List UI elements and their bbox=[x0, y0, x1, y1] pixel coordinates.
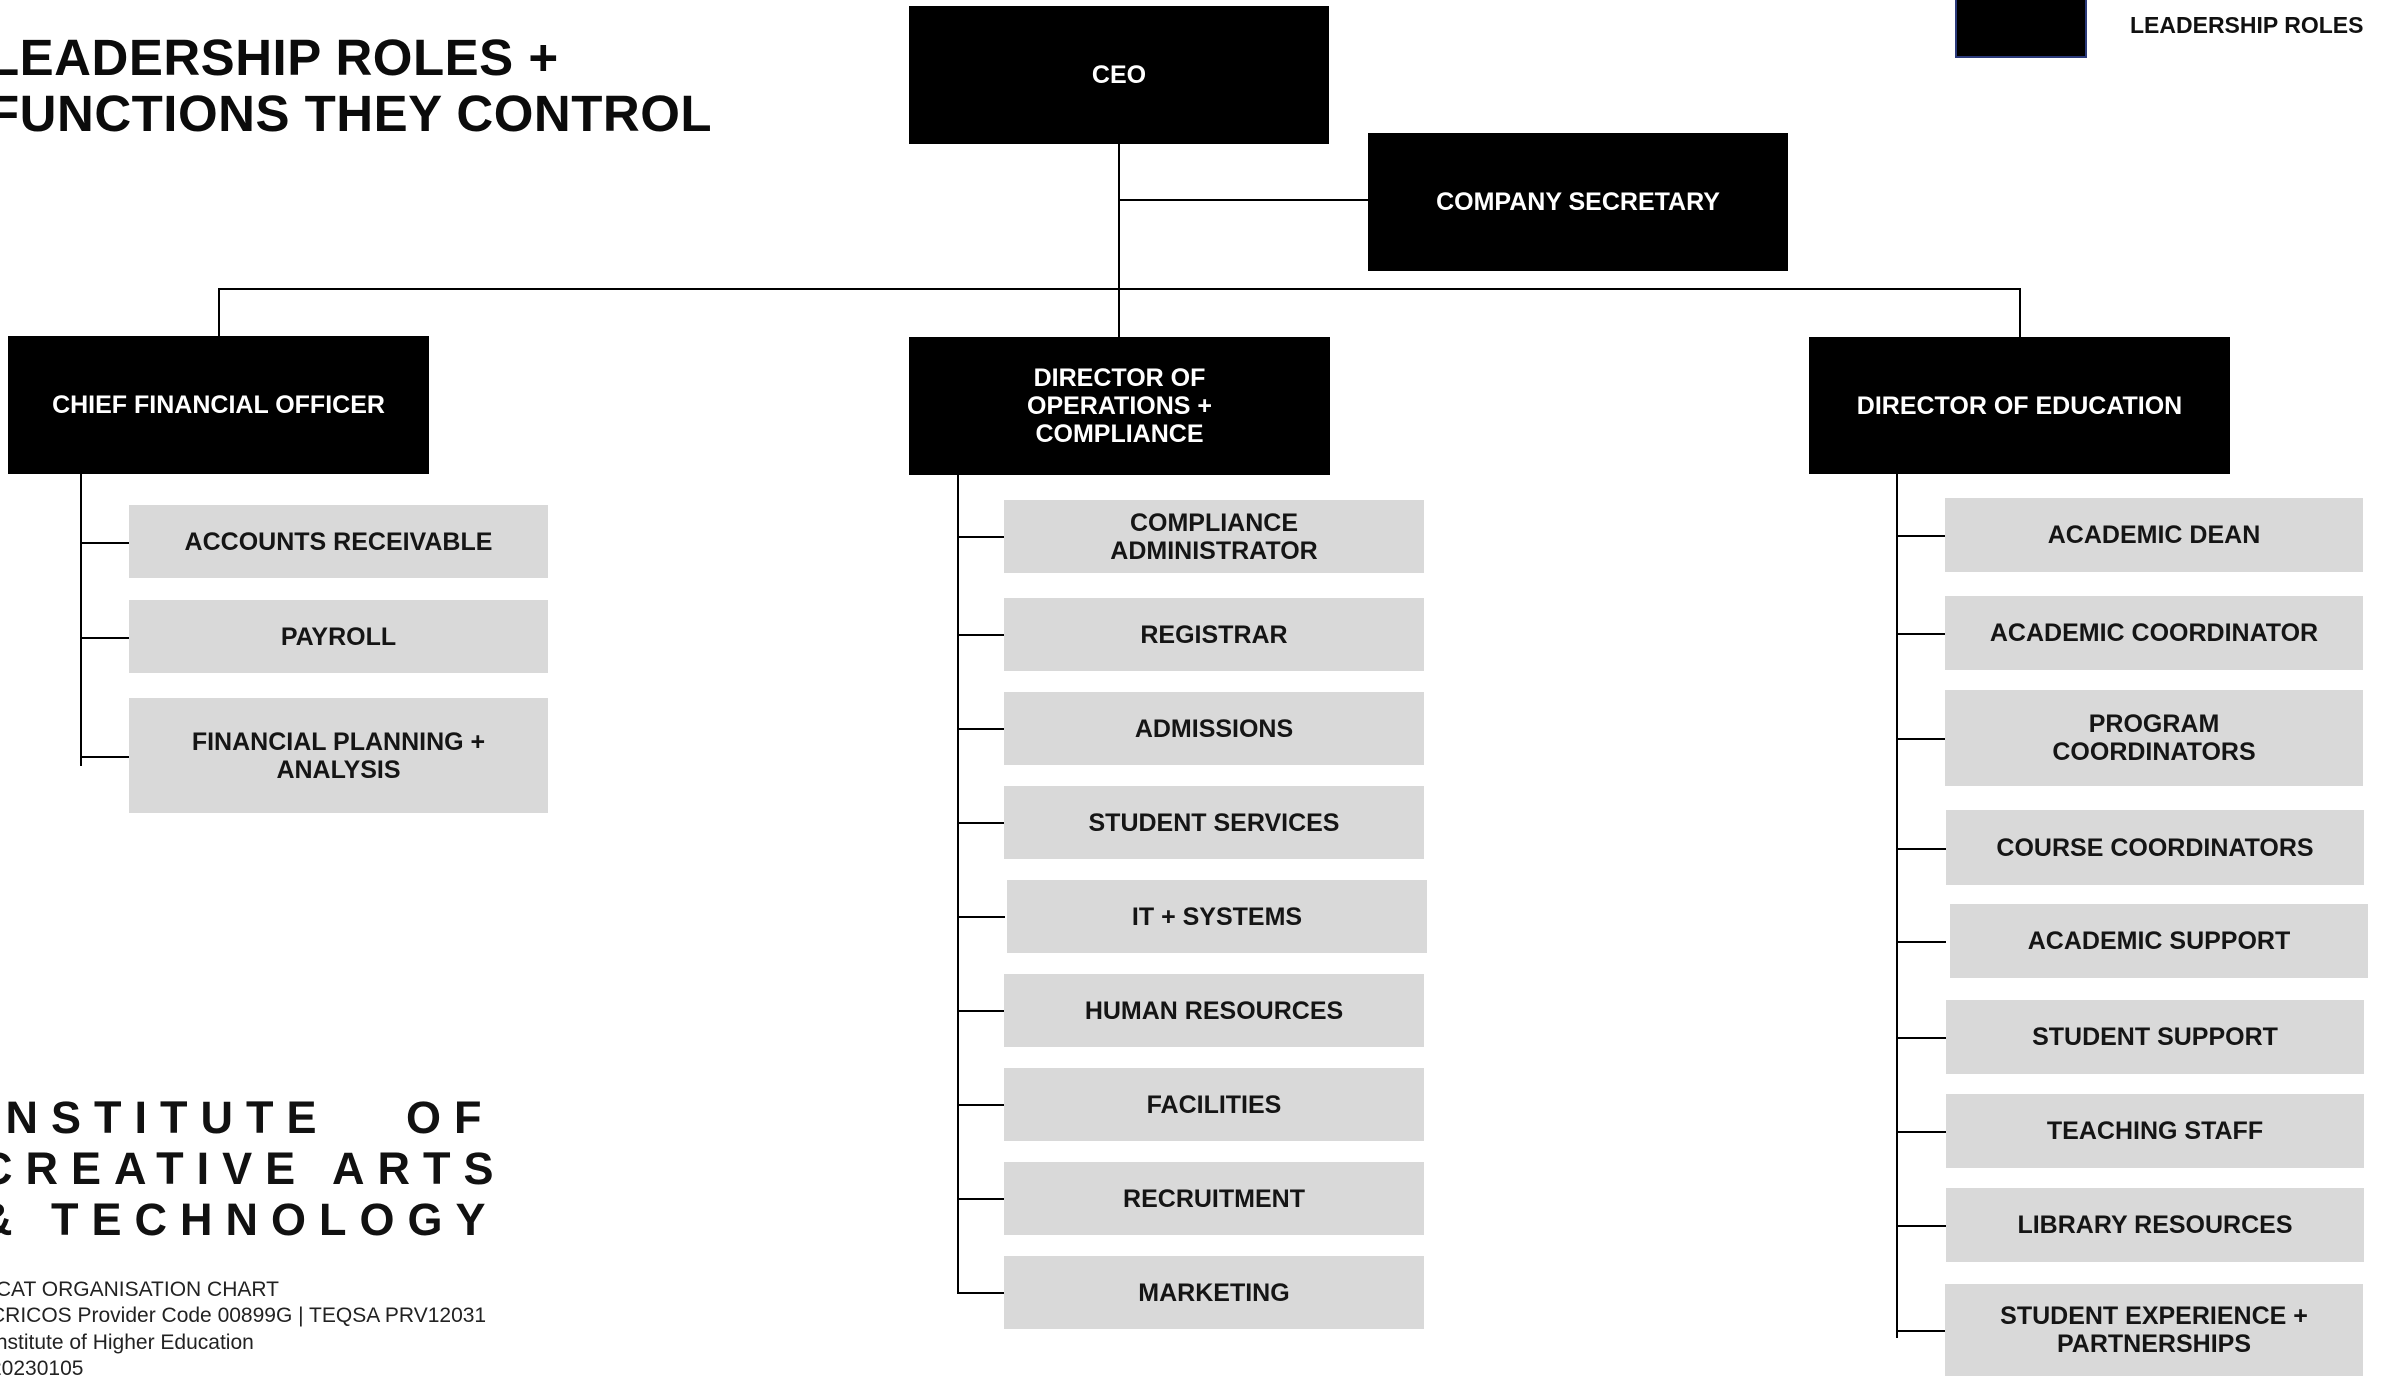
function-teaching-staff: TEACHING STAFF bbox=[1946, 1094, 2364, 1168]
ops-branch-line bbox=[957, 634, 1005, 636]
ops-branch-line bbox=[957, 1104, 1005, 1106]
function-student-support-label: STUDENT SUPPORT bbox=[2032, 1023, 2278, 1051]
ceo-box: CEO bbox=[909, 6, 1329, 144]
footer-line: ICAT ORGANISATION CHART bbox=[0, 1278, 279, 1301]
function-library-resources-label: LIBRARY RESOURCES bbox=[2017, 1211, 2293, 1239]
edu-branch-line bbox=[1896, 1330, 1946, 1332]
function-human-resources-label: HUMAN RESOURCES bbox=[1084, 996, 1344, 1025]
function-student-support: STUDENT SUPPORT bbox=[1946, 1000, 2364, 1074]
function-recruitment-label: RECRUITMENT bbox=[1123, 1184, 1305, 1213]
edu-drop-line bbox=[2019, 288, 2021, 338]
function-student-services: STUDENT SERVICES bbox=[1004, 786, 1424, 859]
edu-functions-spine bbox=[1896, 474, 1898, 1338]
ops-drop-line bbox=[1118, 288, 1120, 338]
ops-branch-line bbox=[957, 1010, 1005, 1012]
function-recruitment: RECRUITMENT bbox=[1004, 1162, 1424, 1235]
secretary-connector-line bbox=[1118, 199, 1368, 201]
function-accounts-receivable: ACCOUNTS RECEIVABLE bbox=[129, 505, 548, 578]
edu-branch-line bbox=[1896, 941, 1946, 943]
function-admissions-label: ADMISSIONS bbox=[1134, 714, 1294, 743]
function-marketing-label: MARKETING bbox=[1138, 1278, 1290, 1307]
ops-branch-line bbox=[957, 728, 1005, 730]
director-operations-box-label: DIRECTOR OF OPERATIONS + COMPLIANCE bbox=[1027, 364, 1212, 448]
cfo-functions-spine bbox=[80, 474, 82, 766]
ops-branch-line bbox=[957, 1198, 1005, 1200]
function-academic-support-label: ACADEMIC SUPPORT bbox=[2027, 927, 2291, 955]
function-student-experience-partnerships-label: STUDENT EXPERIENCE + PARTNERSHIPS bbox=[2000, 1302, 2308, 1358]
function-academic-support: ACADEMIC SUPPORT bbox=[1950, 904, 2368, 978]
function-it-systems-label: IT + SYSTEMS bbox=[1131, 902, 1303, 931]
ceo-trunk-line bbox=[1118, 144, 1120, 289]
ops-branch-line bbox=[957, 1292, 1005, 1294]
cfo-drop-line bbox=[218, 288, 220, 338]
footer-line: Institute of Higher Education bbox=[0, 1331, 254, 1354]
function-course-coordinators: COURSE COORDINATORS bbox=[1946, 810, 2364, 885]
director-education-box: DIRECTOR OF EDUCATION bbox=[1809, 337, 2230, 474]
company-secretary-box: COMPANY SECRETARY bbox=[1368, 133, 1788, 271]
cfo-branch-line bbox=[80, 756, 130, 758]
function-admissions: ADMISSIONS bbox=[1004, 692, 1424, 765]
footer-line: 20230105 bbox=[0, 1357, 84, 1380]
function-student-services-label: STUDENT SERVICES bbox=[1088, 808, 1340, 837]
function-facilities: FACILITIES bbox=[1004, 1068, 1424, 1141]
edu-branch-line bbox=[1896, 633, 1946, 635]
function-payroll: PAYROLL bbox=[129, 600, 548, 673]
ops-functions-spine bbox=[957, 475, 959, 1293]
function-program-coordinators: PROGRAM COORDINATORS bbox=[1945, 690, 2363, 786]
function-student-experience-partnerships: STUDENT EXPERIENCE + PARTNERSHIPS bbox=[1945, 1284, 2363, 1376]
director-operations-box: DIRECTOR OF OPERATIONS + COMPLIANCE bbox=[909, 337, 1330, 475]
edu-branch-line bbox=[1896, 1037, 1946, 1039]
footer-line: CRICOS Provider Code 00899G | TEQSA PRV1… bbox=[0, 1304, 487, 1327]
function-academic-dean-label: ACADEMIC DEAN bbox=[2047, 521, 2261, 549]
function-academic-dean: ACADEMIC DEAN bbox=[1945, 498, 2363, 572]
function-teaching-staff-label: TEACHING STAFF bbox=[2046, 1117, 2264, 1145]
function-accounts-receivable-label: ACCOUNTS RECEIVABLE bbox=[184, 527, 493, 556]
brand-name: INSTITUTE OF CREATIVE ARTS & TECHNOLOGY bbox=[0, 1092, 507, 1245]
ceo-box-label: CEO bbox=[1091, 61, 1147, 89]
legend-label: LEADERSHIP ROLES bbox=[2130, 12, 2364, 38]
cfo-box: CHIEF FINANCIAL OFFICER bbox=[8, 336, 429, 474]
function-financial-planning-analysis: FINANCIAL PLANNING + ANALYSIS bbox=[129, 698, 548, 813]
edu-branch-line bbox=[1896, 848, 1946, 850]
director-education-box-label: DIRECTOR OF EDUCATION bbox=[1856, 391, 2183, 420]
cfo-box-label: CHIEF FINANCIAL OFFICER bbox=[52, 391, 385, 419]
edu-branch-line bbox=[1896, 1131, 1946, 1133]
function-compliance-administrator: COMPLIANCE ADMINISTRATOR bbox=[1004, 500, 1424, 573]
function-course-coordinators-label: COURSE COORDINATORS bbox=[1996, 833, 2314, 862]
page-title: LEADERSHIP ROLES + FUNCTIONS THEY CONTRO… bbox=[0, 29, 713, 142]
function-program-coordinators-label: PROGRAM COORDINATORS bbox=[2052, 710, 2256, 766]
ops-branch-line bbox=[957, 536, 1005, 538]
edu-branch-line bbox=[1896, 1225, 1946, 1227]
ops-branch-line bbox=[957, 916, 1005, 918]
function-academic-coordinator-label: ACADEMIC COORDINATOR bbox=[1989, 619, 2319, 647]
function-human-resources: HUMAN RESOURCES bbox=[1004, 974, 1424, 1047]
function-registrar: REGISTRAR bbox=[1004, 598, 1424, 671]
function-library-resources: LIBRARY RESOURCES bbox=[1946, 1188, 2364, 1262]
legend-swatch bbox=[1955, 0, 2087, 58]
function-registrar-label: REGISTRAR bbox=[1140, 620, 1288, 649]
function-payroll-label: PAYROLL bbox=[280, 622, 397, 651]
function-financial-planning-analysis-label: FINANCIAL PLANNING + ANALYSIS bbox=[191, 727, 486, 784]
function-it-systems: IT + SYSTEMS bbox=[1007, 880, 1427, 953]
ops-branch-line bbox=[957, 822, 1005, 824]
company-secretary-box-label: COMPANY SECRETARY bbox=[1436, 188, 1720, 216]
function-academic-coordinator: ACADEMIC COORDINATOR bbox=[1945, 596, 2363, 670]
function-facilities-label: FACILITIES bbox=[1146, 1090, 1282, 1119]
function-compliance-administrator-label: COMPLIANCE ADMINISTRATOR bbox=[1110, 508, 1318, 565]
cfo-branch-line bbox=[80, 637, 130, 639]
edu-branch-line bbox=[1896, 535, 1946, 537]
edu-branch-line bbox=[1896, 738, 1946, 740]
cfo-branch-line bbox=[80, 542, 130, 544]
function-marketing: MARKETING bbox=[1004, 1256, 1424, 1329]
